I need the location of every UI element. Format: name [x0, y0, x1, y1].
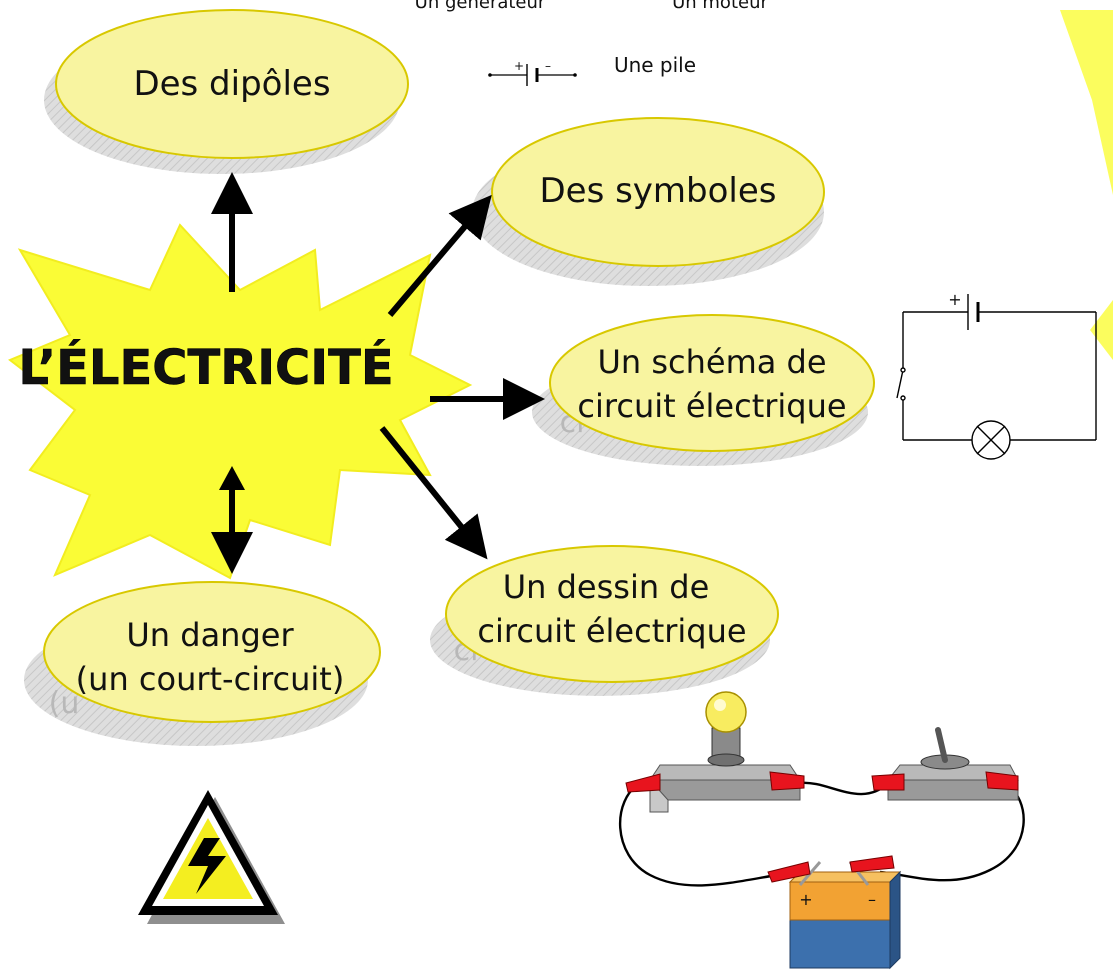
bubble-schema: ci Un schéma de circuit électrique: [532, 314, 875, 466]
yellow-decoration-2: [1090, 300, 1113, 360]
bubble-symboles: Des symboles: [472, 117, 825, 286]
pile-minus: –: [545, 59, 551, 73]
arrow-to-dessin: [379, 426, 488, 560]
pile-plus: +: [514, 59, 524, 73]
circuit-drawing: [619, 691, 1025, 970]
bubble-dipoles: Des dipôles: [44, 9, 409, 174]
label-pile: Une pile: [614, 53, 696, 77]
bubble-schema-line1: Un schéma de: [597, 343, 826, 381]
bubble-dessin: ci Un dessin de circuit électrique: [430, 545, 779, 696]
bubble-symboles-text: Des symboles: [539, 171, 776, 211]
central-title: L’ÉLECTRICITÉ: [18, 339, 393, 396]
bubble-dessin-line2: circuit électrique: [477, 612, 746, 650]
label-moteur: Un moteur: [672, 0, 768, 13]
battery-minus: –: [868, 890, 876, 909]
bubble-danger-line2: (un court-circuit): [76, 660, 345, 698]
high-voltage-warning-icon: [138, 790, 285, 924]
bubble-schema-line2: circuit électrique: [577, 387, 846, 425]
bubble-dipoles-text: Des dipôles: [133, 64, 330, 104]
arrow-to-symboles: [387, 194, 492, 317]
pile-symbol-icon: [488, 64, 577, 86]
schema-circuit-diagram: [896, 294, 1097, 460]
bubble-dessin-line1: Un dessin de: [503, 568, 710, 606]
yellow-decoration: [1060, 10, 1113, 195]
central-burst: [8, 223, 473, 580]
label-generateur: Un générateur: [415, 0, 546, 13]
bubble-danger-line1: Un danger: [126, 616, 294, 654]
arrows: [211, 172, 545, 574]
battery-plus: +: [799, 890, 812, 909]
bubble-danger: (u Un danger (un court-circuit): [24, 581, 381, 746]
schema-plus: +: [948, 290, 961, 309]
